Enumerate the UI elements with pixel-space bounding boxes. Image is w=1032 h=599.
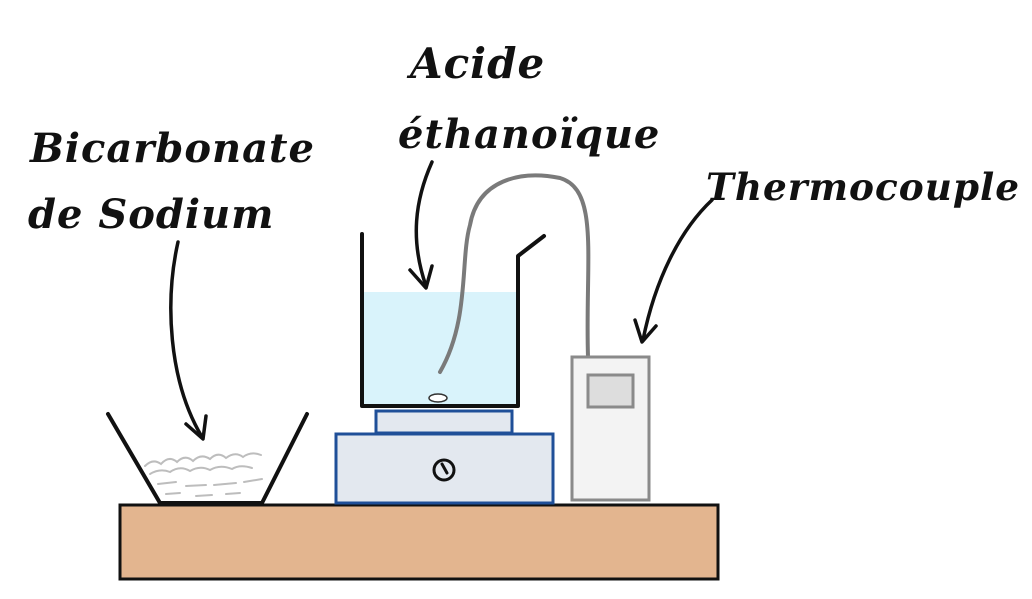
stirrer-knob <box>432 458 456 482</box>
thermocouple-body <box>570 355 651 502</box>
thermocouple-wire <box>438 173 591 374</box>
beaker-outline <box>360 232 546 408</box>
stir-bar <box>428 393 448 403</box>
bicarbonate-arrow <box>169 240 208 441</box>
acid-label-line1: Acide <box>406 39 545 88</box>
acid-arrow <box>408 160 434 290</box>
bicarbonate-bowl <box>106 412 309 505</box>
thermocouple-label: Thermocouple <box>706 165 1020 209</box>
wooden-table <box>118 503 720 581</box>
annotation-arrows <box>169 160 714 441</box>
acid-liquid <box>362 292 518 406</box>
thermocouple-screen <box>586 373 635 409</box>
beaker <box>360 232 546 408</box>
bicarbonate-label-line1: Bicarbonate <box>29 125 315 172</box>
bicarbonate-powder <box>144 452 263 497</box>
stirrer-plate <box>374 409 514 435</box>
thermocouple-arrow <box>633 198 714 344</box>
bicarbonate-label-line2: de Sodium <box>28 191 274 238</box>
acid-label-line2: éthanoïque <box>398 111 660 158</box>
magnetic-stirrer <box>334 409 555 505</box>
bowl-outline <box>106 412 309 505</box>
thermocouple-device <box>570 355 651 502</box>
